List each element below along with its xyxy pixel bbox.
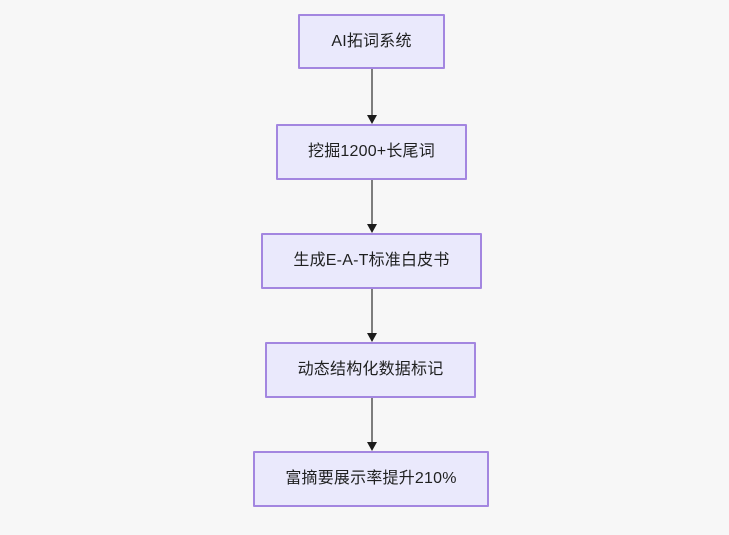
arrowhead-down-icon — [367, 333, 377, 342]
flow-edge-n2-to-n3 — [367, 180, 377, 233]
flow-node-label: AI拓词系统 — [331, 32, 412, 50]
flow-node-n2[interactable]: 挖掘1200+长尾词 — [276, 124, 467, 180]
flow-node-label: 生成E-A-T标准白皮书 — [293, 252, 450, 270]
arrowhead-down-icon — [367, 224, 377, 233]
flow-node-n4[interactable]: 动态结构化数据标记 — [265, 342, 476, 398]
flow-edge-n3-to-n4 — [367, 289, 377, 342]
flow-edge-n1-to-n2 — [367, 69, 377, 124]
flow-node-label: 动态结构化数据标记 — [297, 361, 444, 379]
flow-edge-n4-to-n5 — [367, 398, 377, 451]
edge-line — [371, 180, 373, 226]
flow-node-n5[interactable]: 富摘要展示率提升210% — [253, 451, 489, 507]
edge-line — [371, 398, 373, 444]
arrowhead-down-icon — [367, 115, 377, 124]
flow-node-label: 挖掘1200+长尾词 — [308, 143, 435, 161]
flow-node-label: 富摘要展示率提升210% — [285, 470, 457, 488]
arrowhead-down-icon — [367, 442, 377, 451]
edge-line — [371, 69, 373, 117]
flow-node-n1[interactable]: AI拓词系统 — [298, 14, 445, 69]
edge-line — [371, 289, 373, 335]
flow-node-n3[interactable]: 生成E-A-T标准白皮书 — [261, 233, 482, 289]
